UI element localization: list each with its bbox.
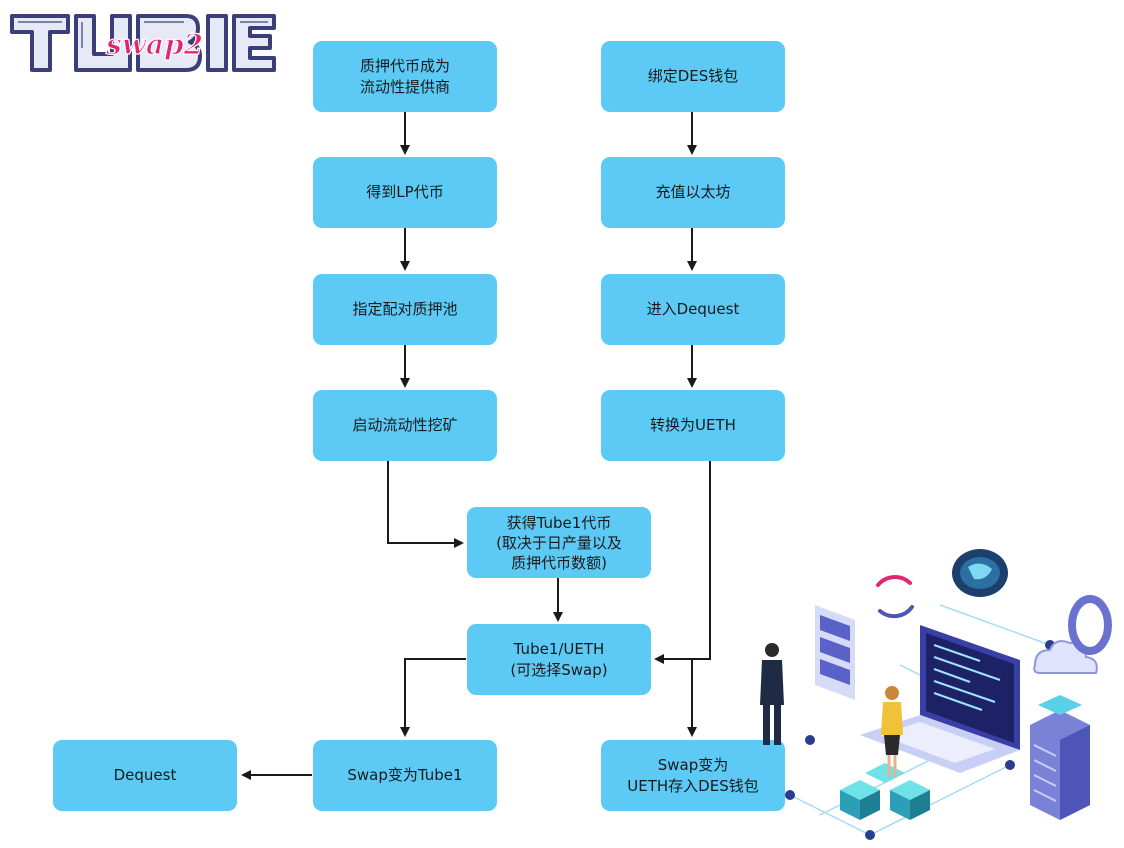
globe-icon [952,549,1008,597]
step-enter-dequest: 进入Dequest [601,274,785,345]
tube-swap-logo: swap2 [10,14,276,72]
step-convert-ueth: 转换为UETH [601,390,785,461]
step-get-lp-tokens: 得到LP代币 [313,157,497,228]
arrow-mining-to-tube [387,461,464,548]
step-dequest: Dequest [53,740,237,811]
refresh-icon [876,575,914,619]
step-deposit-eth: 充值以太坊 [601,157,785,228]
laptop-icon [860,625,1020,773]
step-stake-tokens: 质押代币成为 流动性提供商 [313,41,497,112]
step-start-mining: 启动流动性挖矿 [313,390,497,461]
step-tube1-ueth-pair: Tube1/UETH (可选择Swap) [467,624,651,695]
person-icon-woman [881,686,903,777]
database-icon [1030,695,1090,820]
step-swap-to-tube1: Swap变为Tube1 [313,740,497,811]
step-select-pool: 指定配对质押池 [313,274,497,345]
arrow-ueth-to-pair [654,461,711,664]
step-bind-wallet: 绑定DES钱包 [601,41,785,112]
cloud-icon [1033,640,1098,674]
step-swap-to-ueth: Swap变为 UETH存入DES钱包 [601,740,785,811]
step-get-tube1: 获得Tube1代币 (取决于日产量以及 质押代币数额) [467,507,651,578]
server-icon [815,605,855,700]
tech-illustration [760,549,1112,840]
person-icon-man [760,643,784,745]
block-cubes [840,763,930,820]
arrow-pair-to-swap-tube [400,658,466,737]
logo-badge-text: swap2 [105,28,203,61]
ring-icon [1068,595,1112,655]
